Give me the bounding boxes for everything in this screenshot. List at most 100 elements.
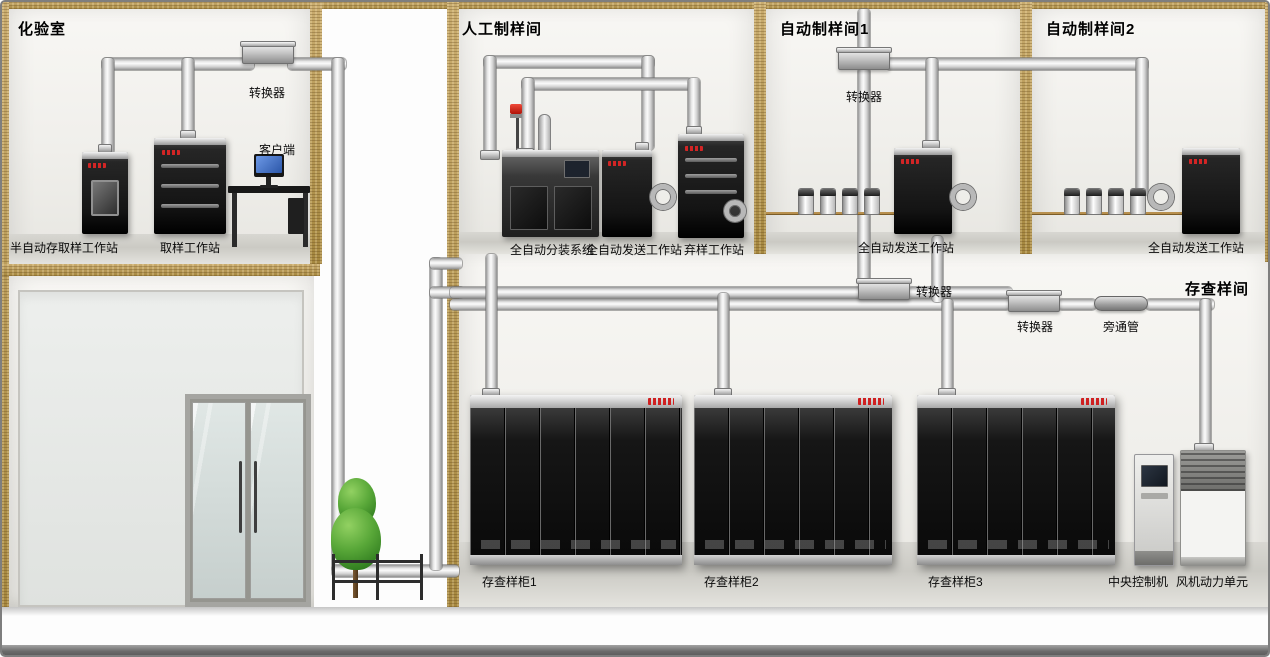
storage-cabinet-1 [470,395,682,565]
canister-lid [798,189,814,196]
tree-foliage [331,508,381,570]
railing-post [420,554,423,600]
pipe-storage-runC [1058,299,1096,310]
canister-lid [1108,189,1124,196]
monitor-stand [266,177,271,186]
sample-canister [820,188,836,215]
wall-left [2,2,9,607]
pipe-manual-drop3 [522,78,534,154]
cabinet-doors [917,408,1115,555]
machine-top-cap [154,138,226,145]
machine-top-cap [82,152,128,159]
brand-mark [88,163,106,168]
cabinet-base [694,555,892,565]
pipe-connector [480,150,500,160]
label-bypass: 旁通管 [1103,320,1140,334]
pipe-drop-cabinet1 [486,254,497,397]
label-send-station-auto2: 全自动发送工作站 [1148,241,1245,255]
converter-storage-1 [856,278,912,300]
label-sampling-station: 取样工作站 [160,241,221,255]
pipe-lab-top [102,58,254,70]
label-storage-cabinet-2: 存查样柜2 [704,575,759,589]
brand-mark [1081,398,1107,405]
control-keypad [1141,493,1168,499]
desk-leg [232,193,237,247]
sample-canister [1108,188,1124,215]
storage-cabinet-2 [694,395,892,565]
client-monitor [254,154,284,177]
signal-tower-lamp [510,104,522,114]
room-auto-prep-1 [766,9,1020,254]
room-title-storage: 存查样间 [1185,281,1250,298]
canister-lid [1086,189,1102,196]
control-screen [1141,465,1168,487]
machine-top-cap [1182,148,1240,155]
glass-double-door [185,394,311,607]
converter-lab [240,41,296,64]
machine-auto-send-station-manual [602,150,652,237]
room-title-auto2: 自动制样间2 [1046,21,1136,38]
pipe-manual-top-inner [522,78,692,90]
brand-mark [608,161,626,166]
room-title-auto1: 自动制样间1 [780,21,870,38]
sample-canister [1064,188,1080,215]
canister-lid [1064,189,1080,196]
machine-door [554,186,592,230]
pipe-manual-drop1 [484,56,496,154]
label-discard-station: 弃样工作站 [684,243,745,257]
sample-canister [1130,188,1146,215]
canister-lid [820,189,836,196]
machine-door [510,186,548,230]
pipe-storage-runA2 [908,287,1012,298]
hopper-cylinder [538,114,551,152]
kiosk-base [1135,551,1173,565]
cabinet-doors [470,408,682,555]
wall-auto1-right [1020,2,1032,254]
signal-tower-base [510,114,522,118]
label-converter-lab: 转换器 [249,86,286,100]
pipe-riser-secondary-top [430,258,462,269]
label-central-control: 中央控制机 [1108,575,1169,589]
cabinet-vents [923,540,1109,549]
label-converter-auto1: 转换器 [846,90,883,104]
wall-manual-right [754,2,766,254]
pipe-drop-fan-unit [1200,299,1211,455]
hose-coil [650,184,676,210]
hose-coil [950,184,976,210]
converter-storage-2 [1006,290,1062,312]
pipe-feed-from-auto1 [932,236,943,302]
label-client: 客户端 [259,143,296,157]
pipe-storage-runB [450,299,1010,310]
storage-cabinet-3 [917,395,1115,565]
ground-shadow [2,607,1268,616]
sample-canister [798,188,814,215]
pipe-storage-feed-left [430,287,464,298]
pipe-riser-secondary [430,258,442,570]
pipe-storage-runA [450,287,862,298]
cabinet-vents [476,540,676,549]
machine-sampling-station [154,138,226,234]
door-handle-right [254,461,257,533]
vent-slat [685,190,737,194]
hose-coil [724,200,746,222]
label-storage-cabinet-3: 存查样柜3 [928,575,983,589]
machine-discard-station [678,134,744,238]
room-title-lab: 化验室 [18,21,67,38]
pipe-storage-runD [1146,299,1214,310]
central-control-machine [1134,454,1174,566]
brand-mark [162,150,180,155]
floor-lab [9,234,310,264]
vent-slat [161,184,219,188]
door-handle-left [239,461,242,533]
label-semi-auto-station: 半自动存取样工作站 [10,241,119,255]
canister-lid [842,189,858,196]
hose-coil [1148,184,1174,210]
pipe-lab-exit [288,58,346,70]
floor-auto1 [766,232,1020,254]
wall-lab-right [310,2,322,264]
converter-lid [836,47,892,53]
wall-top [2,2,1268,9]
client-pc-tower [288,198,304,234]
pipe-drop-cabinet2 [718,293,729,397]
cabinet-base [917,555,1115,565]
